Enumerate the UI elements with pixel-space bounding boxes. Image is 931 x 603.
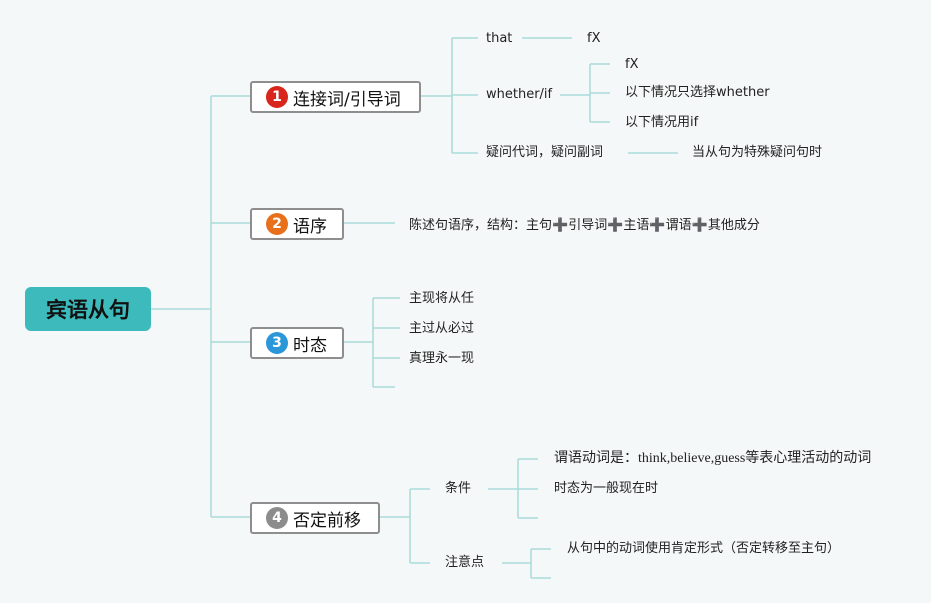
badge-4: 4 [266,507,288,529]
badge-2: 2 [266,213,288,235]
leaf-tense-rule-3: 真理永一现 [409,351,475,366]
leaf-notes: 注意点 [445,555,485,570]
plus-icon: ➕ [607,218,624,233]
branch-negative-transfer-label: 否定前移 [293,510,361,531]
branch-word-order-label: 语序 [293,216,327,237]
leaf-that-fx: fX [587,31,601,46]
order-part-other: 其他成分 [707,218,760,233]
leaf-whether-fx: fX [625,57,639,72]
order-part-predicate: 谓语 [665,218,692,233]
leaf-only-whether: 以下情况只选择whether [625,85,770,100]
root-node[interactable]: 宾语从句 [25,287,151,331]
order-part-connective: 引导词 [568,218,608,233]
branch-word-order[interactable]: 2 语序 [250,208,344,240]
badge-3: 3 [266,332,288,354]
root-label: 宾语从句 [46,298,130,322]
branch-negative-transfer[interactable]: 4 否定前移 [250,502,380,534]
branch-tense-label: 时态 [293,335,327,356]
leaf-conditions: 条件 [445,481,472,496]
plus-icon: ➕ [691,218,708,233]
branch-tense[interactable]: 3 时态 [250,327,344,359]
leaf-note-affirmative: 从句中的动词使用肯定形式（否定转移至主句） [567,541,841,556]
plus-icon: ➕ [649,218,666,233]
leaf-that: that [486,31,513,46]
branch-connectives[interactable]: 1 连接词/引导词 [250,81,421,113]
leaf-use-if: 以下情况用if [625,115,699,130]
leaf-tense-rule-1: 主现将从任 [409,291,475,306]
order-part-main: 陈述句语序，结构：主句 [409,218,553,233]
leaf-special-question: 当从句为特殊疑问句时 [692,145,823,160]
branch-connectives-label: 连接词/引导词 [293,89,401,110]
leaf-condition-verbs: 谓语动词是：think,believe,guess等表心理活动的动词 [554,451,872,466]
leaf-declarative-order: 陈述句语序，结构：主句➕引导词➕主语➕谓语➕其他成分 [409,218,760,234]
leaf-whether-if: whether/if [486,87,553,102]
leaf-condition-tense: 时态为一般现在时 [554,481,659,496]
plus-icon: ➕ [552,218,569,233]
leaf-tense-rule-2: 主过从必过 [409,321,475,336]
leaf-interrogatives: 疑问代词，疑问副词 [486,145,604,160]
badge-1: 1 [266,86,288,108]
order-part-subject: 主语 [623,218,650,233]
